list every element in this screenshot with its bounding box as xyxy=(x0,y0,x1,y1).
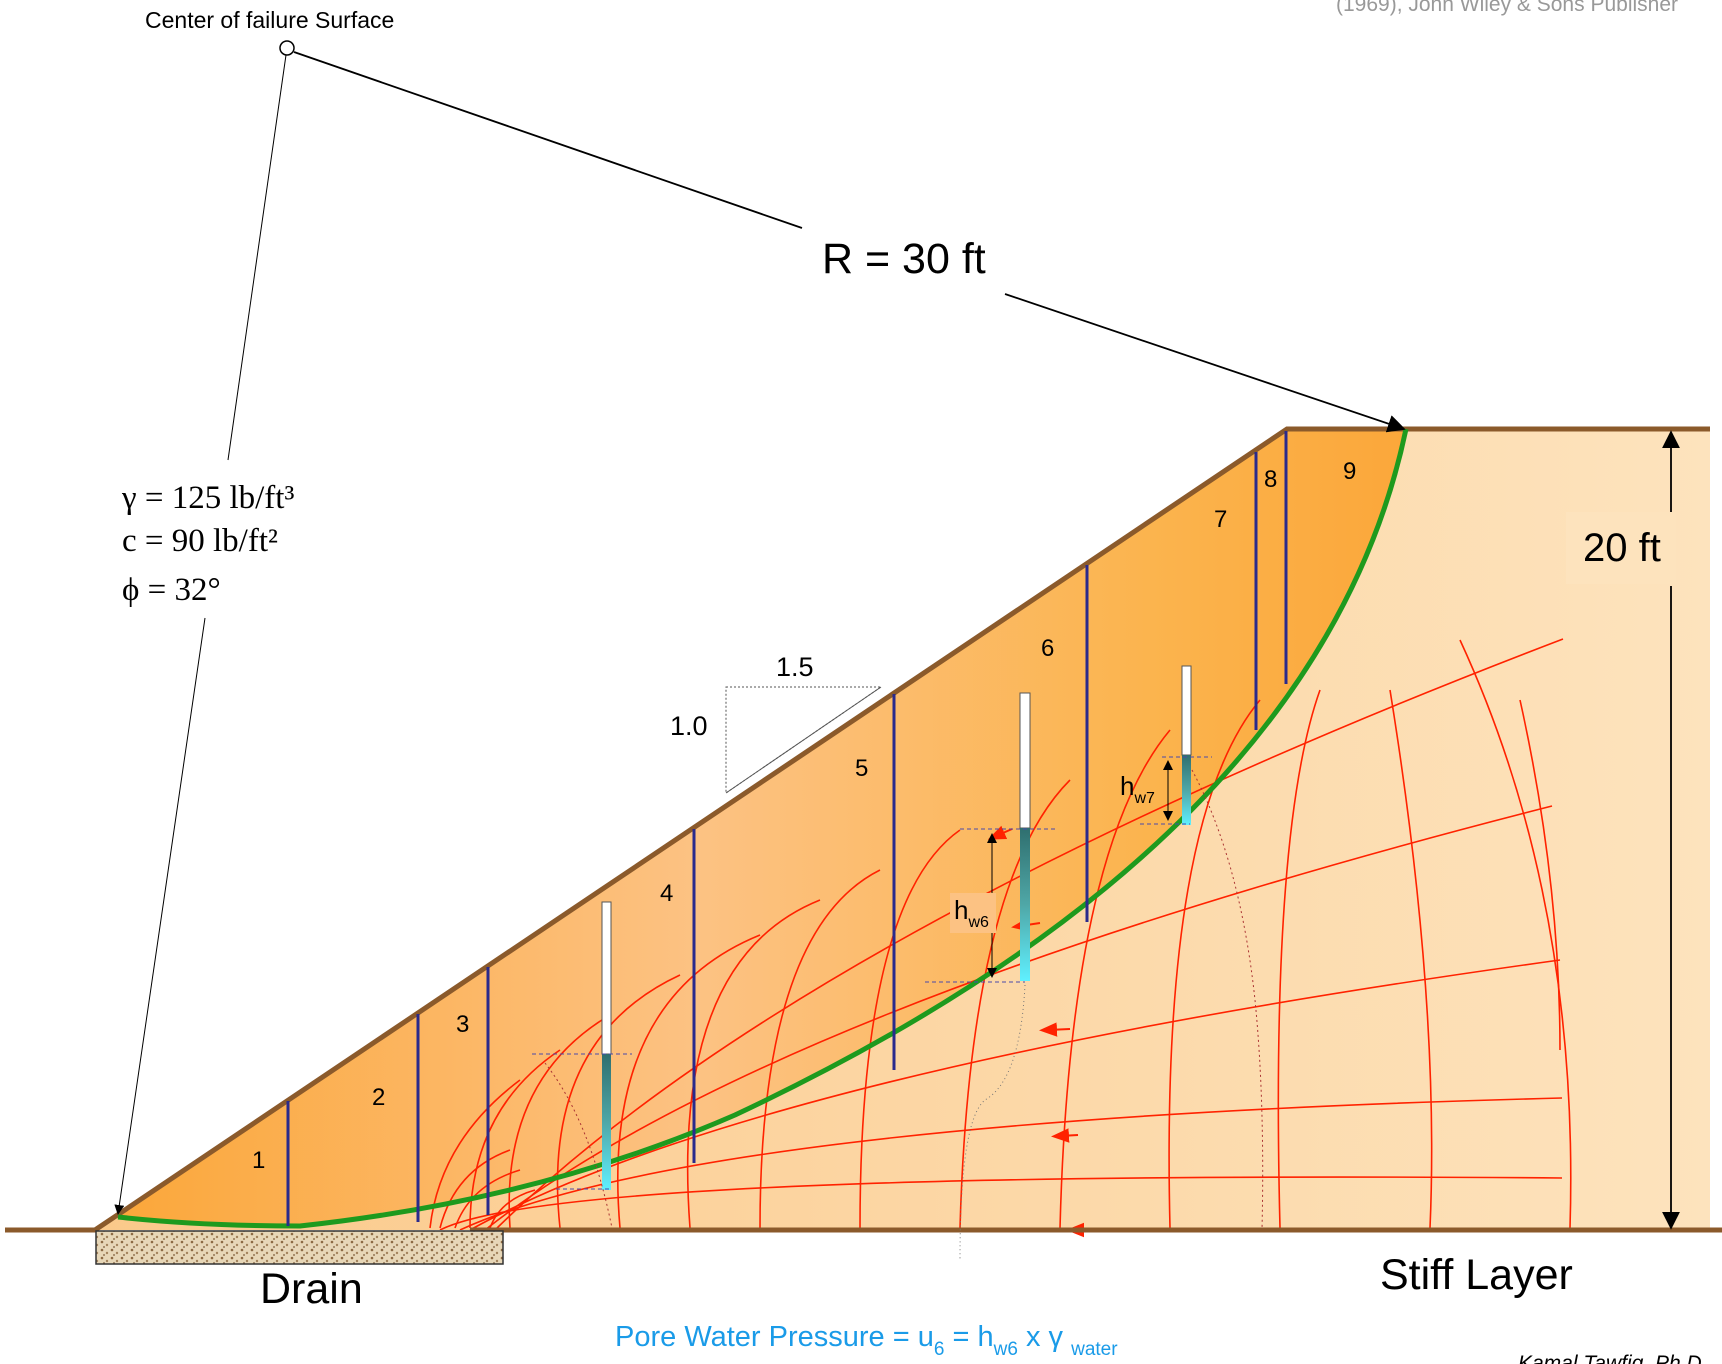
radius-line-lower xyxy=(1004,293,1406,433)
slope-ratio-horizontal: 1.5 xyxy=(776,652,814,682)
slice-boundaries xyxy=(286,431,1288,1226)
slice-number-1: 1 xyxy=(252,1147,265,1174)
credit-bottom: Kamal Tawfiq, Ph.D. xyxy=(1518,1352,1707,1364)
slice-number-7: 7 xyxy=(1214,506,1227,533)
slice-number-6: 6 xyxy=(1041,635,1054,662)
drain-label: Drain xyxy=(260,1265,363,1313)
piezometer-1 xyxy=(532,901,632,1229)
failure-center-marker xyxy=(279,40,295,56)
soil-cohesion: c = 90 lb/ft² xyxy=(122,523,278,559)
piezometer-7 xyxy=(1140,665,1264,1231)
head-label-w7: hw7 xyxy=(1120,771,1155,807)
head-label-w6: hw6 xyxy=(954,895,989,931)
soil-gamma: γ = 125 lb/ft³ xyxy=(121,480,294,516)
slice-number-9: 9 xyxy=(1343,458,1356,485)
slope-outline xyxy=(5,426,1710,1233)
piezometer-6 xyxy=(925,692,1058,1261)
drain-block xyxy=(95,1230,504,1265)
stiff-layer-label: Stiff Layer xyxy=(1380,1251,1573,1299)
soil-phi: ϕ = 32° xyxy=(122,572,221,608)
flow-net xyxy=(429,638,1572,1230)
pore-pressure-label: Pore Water Pressure = u6 = hw6 x γ water xyxy=(615,1321,1118,1360)
sliding-mass xyxy=(118,429,1406,1226)
slice-number-3: 3 xyxy=(456,1011,469,1038)
slope-ratio-vertical: 1.0 xyxy=(670,711,708,741)
failure-surface xyxy=(117,428,1409,1229)
radius-line-left-b xyxy=(114,617,206,1215)
slice-number-8: 8 xyxy=(1264,466,1277,493)
slice-number-5: 5 xyxy=(855,755,868,782)
credit-top: (1969), John Wiley & Sons Publisher xyxy=(1336,0,1678,16)
radius-line-upper xyxy=(293,51,803,229)
slice-number-2: 2 xyxy=(372,1084,385,1111)
slice-number-4: 4 xyxy=(660,880,673,907)
center-label: Center of failure Surface xyxy=(145,7,394,33)
radius-label: R = 30 ft xyxy=(822,235,986,283)
radius-line-left-a xyxy=(227,54,287,461)
height-label: 20 ft xyxy=(1583,526,1661,570)
